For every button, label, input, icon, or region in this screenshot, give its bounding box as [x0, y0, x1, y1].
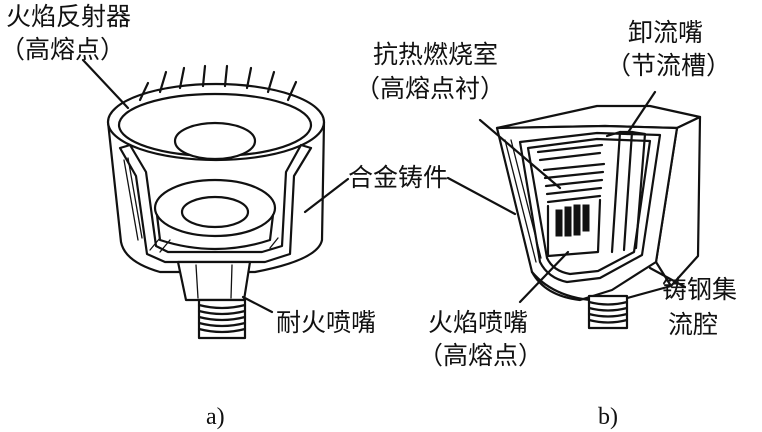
thread-lines: [197, 303, 247, 334]
reflector-ticks: [138, 64, 298, 102]
flame-nozzle-fingers: [555, 204, 590, 237]
leader-flame-nozzle: [518, 250, 570, 304]
lower-hole: [180, 195, 250, 229]
leader-alloy-casting: [303, 177, 350, 214]
label-relief-nozzle: 卸流嘴: [628, 18, 703, 47]
label-flame-reflector: 火焰反射器: [6, 2, 131, 31]
leader-heat-chamber: [478, 118, 562, 190]
nozzle-neck: [176, 260, 252, 302]
caption-b: b): [598, 404, 618, 430]
cutaway-wall: [118, 143, 313, 264]
leader-manifold: [648, 266, 687, 289]
label-flame-nozzle-note: （高熔点）: [418, 341, 543, 370]
round-burner-drawing: [106, 64, 326, 340]
leader-alloy-casting-b: [446, 176, 517, 216]
leader-refractory-nozzle: [241, 295, 274, 314]
label-heat-chamber: 抗热燃烧室: [373, 40, 498, 69]
label-heat-chamber-note: （高熔点衬）: [355, 74, 505, 103]
leader-flame-reflector: [81, 58, 130, 110]
leader-relief-nozzle: [625, 90, 657, 136]
block-burner-drawing: [495, 104, 702, 330]
chamber-slots: [542, 162, 606, 204]
block-top-face: [495, 104, 702, 130]
label-alloy-casting: 合金铸件: [348, 163, 448, 192]
label-manifold-line1: 铸钢集: [662, 275, 737, 304]
chamber-frame: [518, 131, 662, 284]
label-manifold-line2: 流腔: [668, 310, 718, 339]
label-flame-nozzle: 火焰喷嘴: [428, 308, 528, 337]
block-thread-lines: [587, 300, 629, 324]
label-refractory-nozzle: 耐火喷嘴: [276, 308, 376, 337]
upper-hole: [173, 121, 257, 161]
label-flame-reflector-note: （高熔点）: [0, 35, 125, 64]
label-relief-nozzle-note: （节流槽）: [606, 51, 731, 80]
caption-a: a): [206, 404, 225, 430]
